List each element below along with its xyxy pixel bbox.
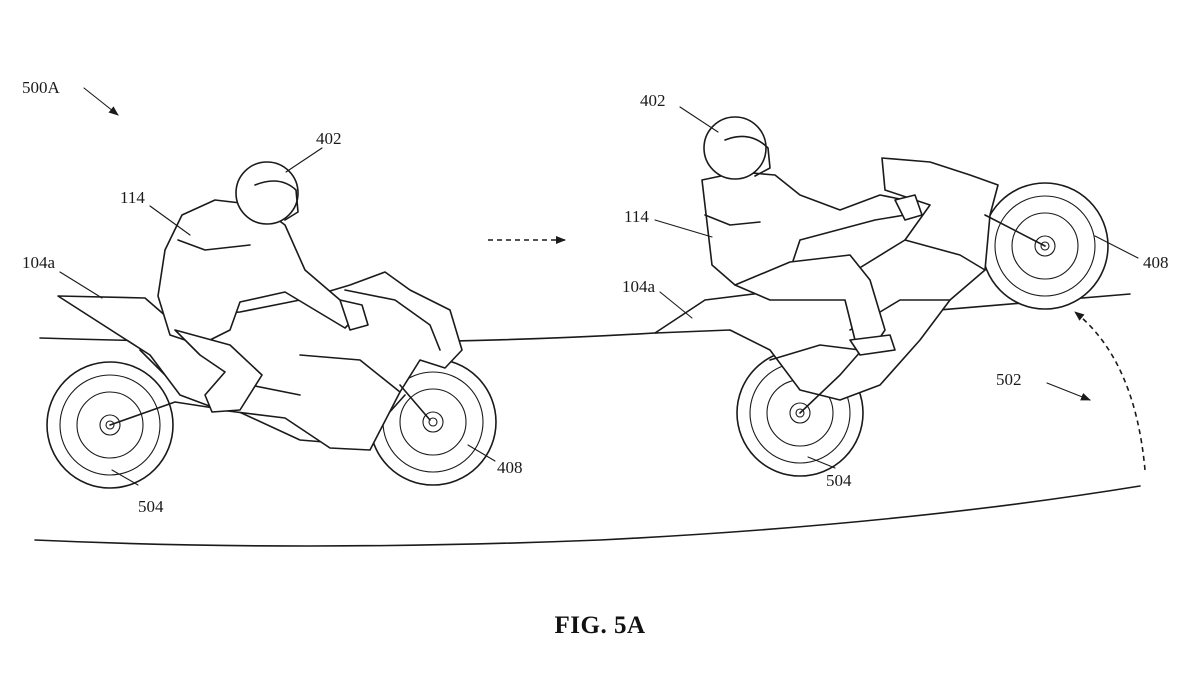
label-502: 502 <box>996 370 1022 389</box>
leader-lines <box>59 87 1139 486</box>
label-right-104a: 104a <box>622 277 656 296</box>
right-motorcycle <box>654 116 1109 477</box>
road-lower-line <box>34 485 1141 547</box>
label-left-402: 402 <box>316 129 342 148</box>
left-motorcycle <box>46 161 497 489</box>
label-right-402: 402 <box>640 91 666 110</box>
label-left-104a: 104a <box>22 253 56 272</box>
label-left-408: 408 <box>497 458 523 477</box>
label-500a: 500A <box>22 78 61 97</box>
label-right-504: 504 <box>826 471 852 490</box>
label-right-408: 408 <box>1143 253 1169 272</box>
rotation-arrow <box>1074 311 1146 471</box>
label-left-114: 114 <box>120 188 145 207</box>
label-left-504: 504 <box>138 497 164 516</box>
left-rider <box>157 161 369 413</box>
label-right-114: 114 <box>624 207 649 226</box>
right-rider <box>701 116 923 356</box>
figure-caption: FIG. 5A <box>554 612 646 639</box>
